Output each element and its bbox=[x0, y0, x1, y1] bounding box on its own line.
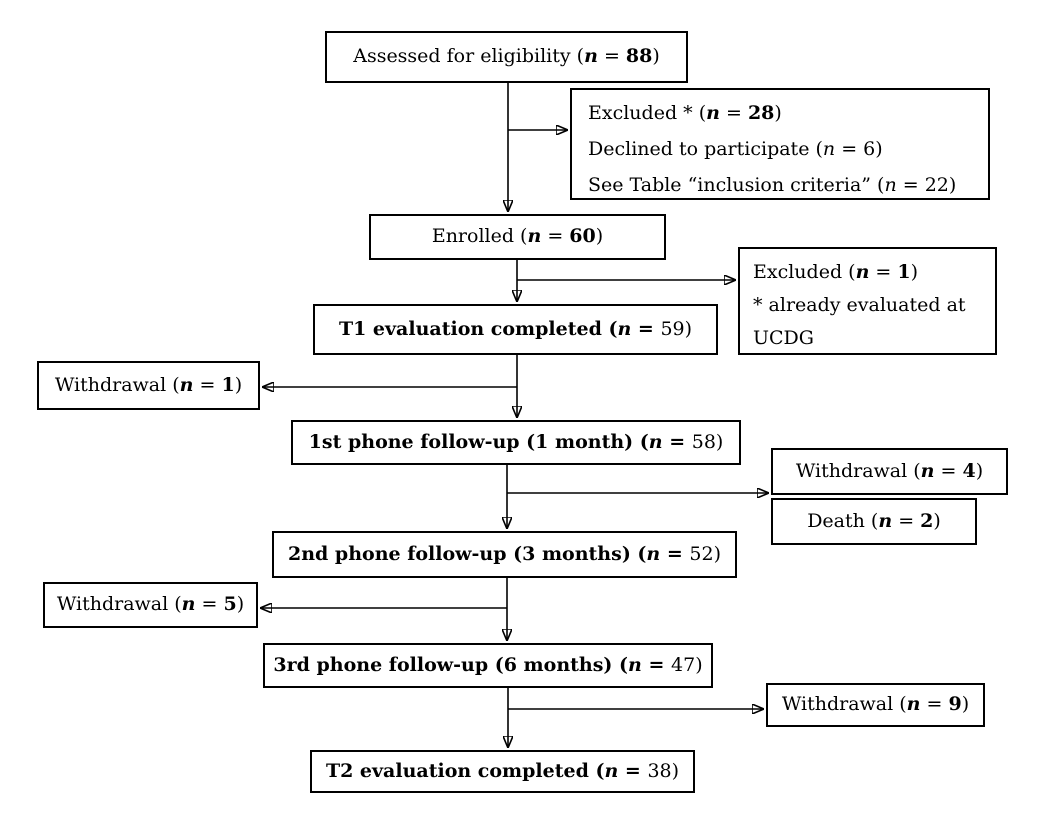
node-withdrawal-5: Withdrawal (n = 5) bbox=[43, 582, 258, 628]
node-withdrawal-1: Withdrawal (n = 1) bbox=[37, 361, 260, 410]
node-excluded-reasons: Excluded * (n = 28)Declined to participa… bbox=[570, 88, 990, 200]
node-t1-evaluation-completed: T1 evaluation completed (n = 59) bbox=[313, 304, 718, 355]
node-assessed-for-eligibility: Assessed for eligibility (n = 88) bbox=[325, 31, 688, 83]
node-phone-followup-1-month: 1st phone follow-up (1 month) (n = 58) bbox=[291, 420, 741, 465]
node-enrolled: Enrolled (n = 60) bbox=[369, 214, 666, 260]
node-death-2: Death (n = 2) bbox=[771, 498, 977, 545]
node-phone-followup-3-months: 2nd phone follow-up (3 months) (n = 52) bbox=[272, 531, 737, 578]
node-phone-followup-6-months: 3rd phone follow-up (6 months) (n = 47) bbox=[263, 643, 713, 688]
node-t2-evaluation-completed: T2 evaluation completed (n = 38) bbox=[310, 750, 695, 793]
node-withdrawal-9: Withdrawal (n = 9) bbox=[766, 683, 985, 727]
node-withdrawal-4: Withdrawal (n = 4) bbox=[771, 448, 1008, 495]
